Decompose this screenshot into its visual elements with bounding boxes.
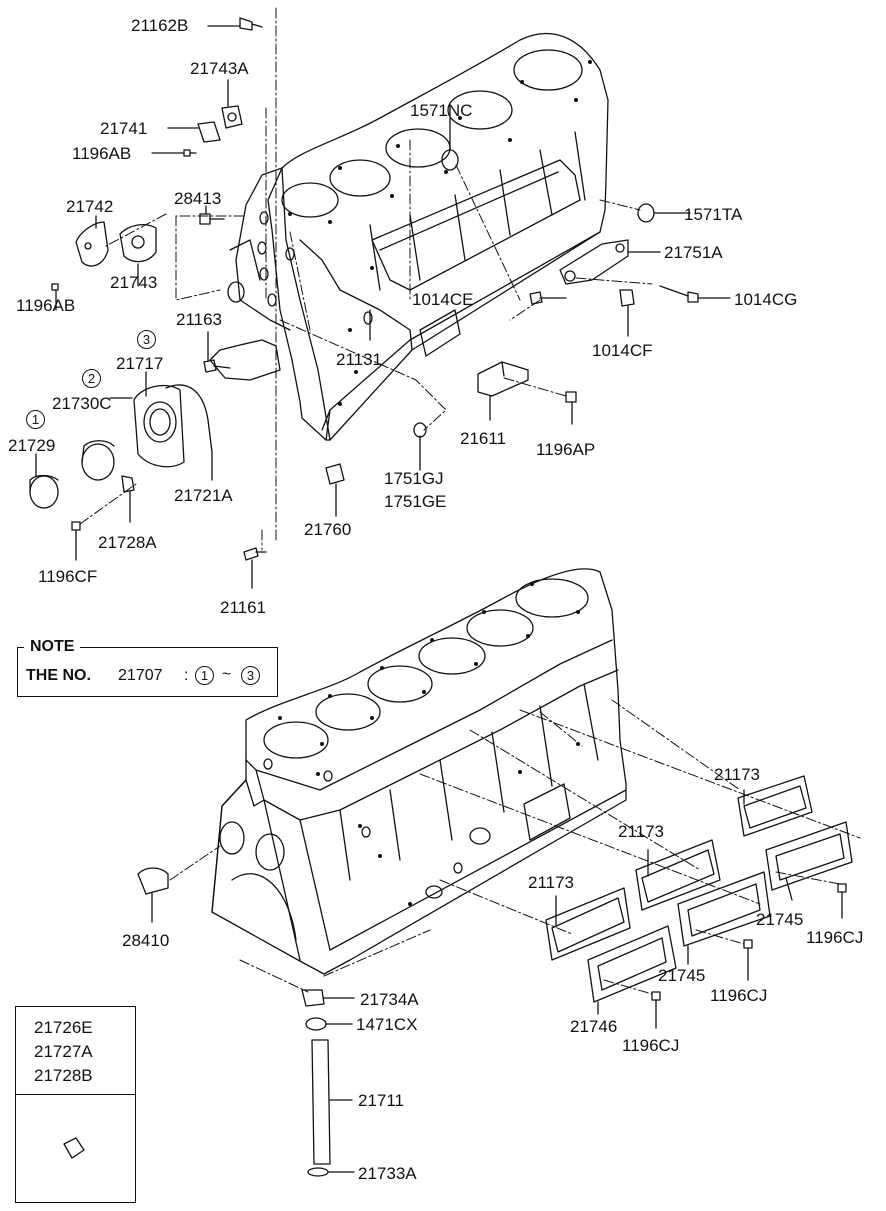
label-part-1014CE[interactable]: 1014CE <box>412 290 474 309</box>
label-part-21162B[interactable]: 21162B <box>131 16 189 35</box>
label-part-21742[interactable]: 21742 <box>66 197 114 216</box>
kit-box-divider <box>15 1094 136 1095</box>
label-part-28410[interactable]: 28410 <box>122 931 170 950</box>
label-part-1196CF[interactable]: 1196CF <box>38 567 98 586</box>
label-part-21717[interactable]: 21717 <box>116 354 164 373</box>
label-kit-21728B[interactable]: 21728B <box>34 1066 93 1085</box>
label-part-21161[interactable]: 21161 <box>220 598 267 617</box>
leader-lines <box>35 25 843 1173</box>
label-part-1471CX[interactable]: 1471CX <box>356 1015 418 1034</box>
label-part-21721A[interactable]: 21721A <box>174 486 233 505</box>
label-part-21741[interactable]: 21741 <box>100 119 148 138</box>
label-kit-21727A[interactable]: 21727A <box>34 1042 93 1061</box>
label-part-21730C[interactable]: 21730C <box>52 394 112 413</box>
note-tilde: ~ <box>222 666 232 683</box>
small-parts-lower <box>63 775 853 1177</box>
label-part-21611[interactable]: 21611 <box>460 429 507 448</box>
label-part-1196AB-b[interactable]: 1196AB <box>16 296 76 315</box>
note-colon: : <box>184 667 189 684</box>
label-part-21173-c[interactable]: 21173 <box>528 873 575 892</box>
label-part-1571NC[interactable]: 1571NC <box>410 101 473 120</box>
label-part-21746[interactable]: 21746 <box>570 1017 618 1036</box>
note-box <box>17 647 278 697</box>
label-part-21728A[interactable]: 21728A <box>98 533 157 552</box>
label-part-21760[interactable]: 21760 <box>304 520 352 539</box>
label-part-21743A[interactable]: 21743A <box>190 59 249 78</box>
upper-cylinder-block <box>209 32 609 441</box>
kit-box <box>15 1006 136 1203</box>
label-part-21173-a[interactable]: 21173 <box>714 765 761 784</box>
label-part-1196CJ-a[interactable]: 1196CJ <box>806 928 864 947</box>
note-circled-to: 3 <box>241 666 260 685</box>
label-kit-21726E[interactable]: 21726E <box>34 1018 93 1037</box>
circled-number-2: 2 <box>82 369 101 388</box>
label-part-21729[interactable]: 21729 <box>8 436 56 455</box>
label-part-21163[interactable]: 21163 <box>176 310 223 329</box>
label-part-21751A[interactable]: 21751A <box>664 243 723 262</box>
label-part-21745-a[interactable]: 21745 <box>756 910 804 929</box>
label-part-21131[interactable]: 21131 <box>336 350 383 369</box>
note-title: NOTE <box>24 638 81 656</box>
label-part-1196CJ-b[interactable]: 1196CJ <box>710 986 768 1005</box>
label-part-1196CJ-c[interactable]: 1196CJ <box>622 1036 680 1055</box>
label-part-1196AB-a[interactable]: 1196AB <box>72 144 132 163</box>
alignment-lines <box>79 7 861 995</box>
note-prefix: THE NO. <box>26 667 91 684</box>
label-part-21733A[interactable]: 21733A <box>358 1164 417 1183</box>
label-part-1751GE[interactable]: 1751GE <box>384 492 447 511</box>
circled-number-1: 1 <box>26 410 45 429</box>
label-part-1196AP[interactable]: 1196AP <box>536 440 596 459</box>
label-part-21745-b[interactable]: 21745 <box>658 966 706 985</box>
label-part-21734A[interactable]: 21734A <box>360 990 419 1009</box>
label-part-28413[interactable]: 28413 <box>174 189 222 208</box>
note-circled-from: 1 <box>195 666 214 685</box>
note-assembly-number: 21707 <box>118 667 163 684</box>
label-part-1014CF[interactable]: 1014CF <box>592 341 653 360</box>
label-part-1014CG[interactable]: 1014CG <box>734 290 798 309</box>
lower-cylinder-block <box>211 568 627 975</box>
label-part-21711[interactable]: 21711 <box>358 1091 405 1110</box>
label-part-1571TA[interactable]: 1571TA <box>684 205 743 224</box>
label-part-1751GJ[interactable]: 1751GJ <box>384 469 444 488</box>
circled-number-3: 3 <box>137 330 156 349</box>
label-part-21173-b[interactable]: 21173 <box>618 822 665 841</box>
label-part-21743[interactable]: 21743 <box>110 273 158 292</box>
